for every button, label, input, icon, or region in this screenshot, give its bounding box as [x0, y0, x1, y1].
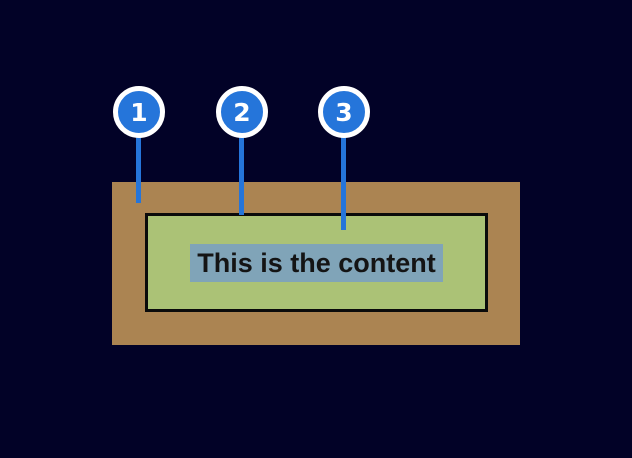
outer-margin-box: This is the content — [112, 182, 520, 345]
callout-line-1 — [136, 136, 141, 203]
callout-number: 2 — [233, 97, 251, 127]
callout-line-2 — [239, 136, 244, 215]
callout-number: 1 — [130, 97, 148, 127]
callout-marker-3[interactable]: 3 — [318, 86, 370, 138]
inner-padding-box: This is the content — [145, 213, 488, 312]
callout-marker-2[interactable]: 2 — [216, 86, 268, 138]
callout-marker-1[interactable]: 1 — [113, 86, 165, 138]
content-text: This is the content — [190, 243, 443, 282]
callout-line-3 — [341, 136, 346, 230]
callout-number: 3 — [335, 97, 353, 127]
